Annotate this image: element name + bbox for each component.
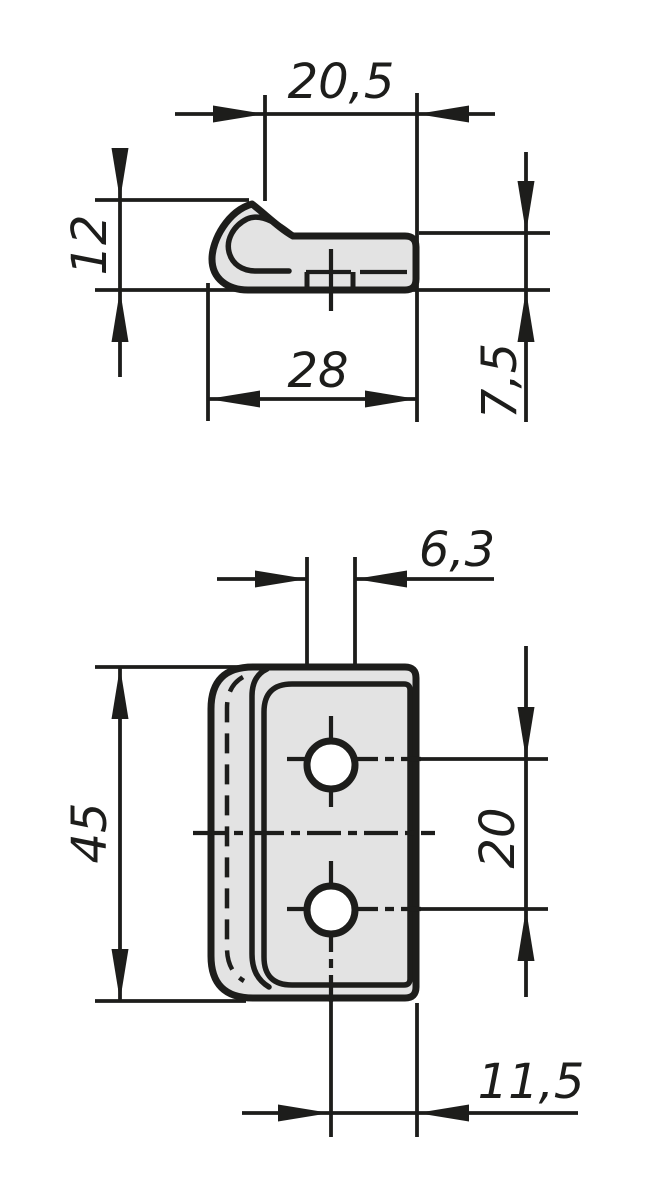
arrowhead [517, 181, 535, 233]
dim-label-hole-diameter: 6,3 [419, 522, 495, 578]
mounting-hole-bottom [303, 882, 359, 938]
side-view-part-outline [208, 200, 420, 294]
arrowhead [517, 909, 535, 961]
arrowhead [278, 1104, 330, 1122]
dim-label-total-width: 28 [287, 343, 348, 399]
dim-label-hook-width: 20,5 [288, 54, 395, 110]
dim-label-height: 12 [62, 214, 118, 275]
arrowhead [213, 105, 265, 123]
side-view: 20,5 12 28 7,5 [62, 54, 550, 422]
dim-label-total-height: 45 [62, 802, 118, 863]
arrowhead [417, 1104, 469, 1122]
arrowhead [111, 290, 129, 342]
front-view-lip-edge-line [249, 666, 272, 990]
dim-label-hole-to-edge: 11,5 [478, 1054, 585, 1110]
dim-label-hole-spacing: 20 [470, 807, 526, 868]
arrowhead [111, 667, 129, 719]
front-view-bend-hidden-line [224, 675, 246, 983]
front-view-inner-face-outline [261, 681, 413, 988]
arrowhead [365, 390, 417, 408]
mounting-hole-top [303, 737, 359, 793]
arrowhead [517, 290, 535, 342]
arrowhead [255, 570, 307, 588]
arrowhead [517, 707, 535, 759]
front-view: 6,3 45 20 11,5 [62, 522, 584, 1137]
arrowhead [208, 390, 260, 408]
arrowhead [355, 570, 407, 588]
arrowhead [111, 949, 129, 1001]
side-view-inner-curl-line [225, 214, 294, 274]
arrowhead [111, 148, 129, 200]
dim-label-plate-thickness: 7,5 [472, 343, 528, 419]
arrowhead [417, 105, 469, 123]
